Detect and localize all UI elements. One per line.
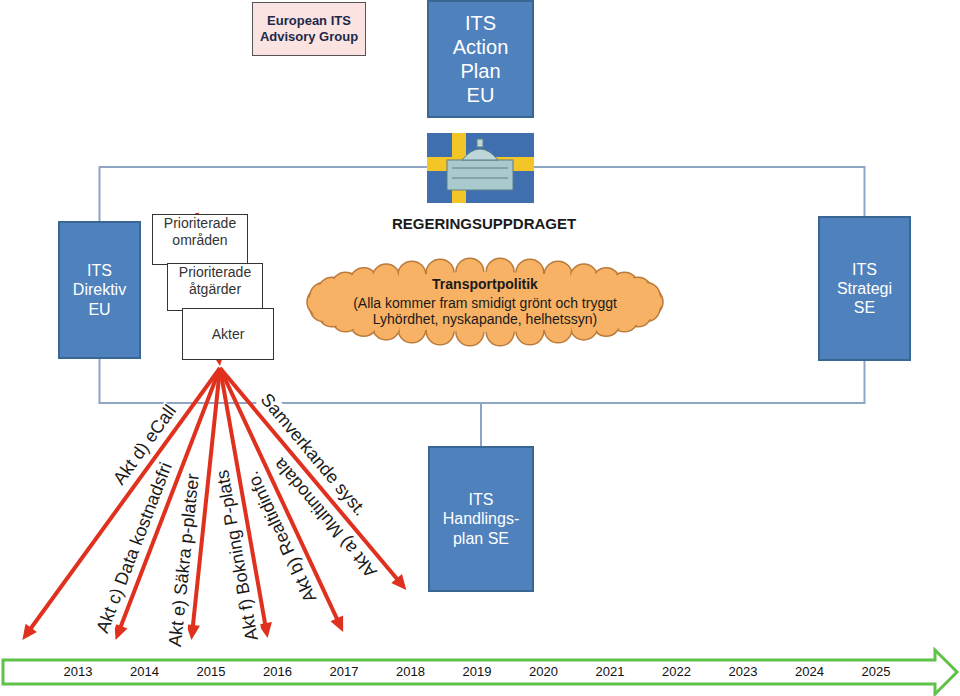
box-label: ITS Action Plan EU <box>449 11 513 107</box>
cloud-body: (Alla kommer fram smidigt grönt och tryg… <box>345 295 625 329</box>
cloud-heading: Transportpolitik <box>345 276 625 293</box>
box-label: ITS Handlings- plan SE <box>439 490 523 548</box>
group-box: European ITS Advisory Group <box>252 2 366 56</box>
red-arrowhead <box>114 623 127 640</box>
red-arrowhead <box>22 624 36 640</box>
stacked-card: Prioriterade områden <box>152 214 248 265</box>
stacked-card: Akter <box>182 308 274 360</box>
year-label: 2019 <box>463 665 492 679</box>
year-label: 2025 <box>862 665 891 679</box>
year-label: 2018 <box>396 665 425 679</box>
box-label: European ITS Advisory Group <box>255 13 363 44</box>
year-label: 2017 <box>330 665 359 679</box>
frame-connector <box>481 361 865 446</box>
red-arrowhead <box>186 624 200 640</box>
year-label: 2013 <box>64 665 93 679</box>
plan-box: ITS Action Plan EU <box>427 0 534 118</box>
box-label: Prioriterade åtgärder <box>170 264 260 298</box>
year-label: 2023 <box>729 665 758 679</box>
box-label: Akter <box>185 326 271 343</box>
red-arrows <box>22 213 406 640</box>
action-plan-box: ITS Handlings- plan SE <box>428 446 534 592</box>
act-label: Akt e) Säkra p-platser <box>166 473 204 648</box>
red-arrowhead <box>391 574 406 590</box>
parliament-flag-picture <box>427 133 534 203</box>
policy-cloud: Transportpolitik (Alla kommer fram smidig… <box>305 256 665 348</box>
section-heading: REGERINGSUPPDRAGET <box>392 216 576 233</box>
year-label: 2022 <box>662 665 691 679</box>
year-label: 2024 <box>795 665 824 679</box>
directive-box: ITS Direktiv EU <box>58 221 141 359</box>
year-label: 2016 <box>263 665 292 679</box>
year-label: 2015 <box>197 665 226 679</box>
box-label: ITS Strategi SE <box>832 260 898 318</box>
act-label: Akt c) Data kostnadsfri <box>93 460 176 636</box>
strategy-box: ITS Strategi SE <box>818 216 911 361</box>
year-label: 2020 <box>529 665 558 679</box>
year-label: 2021 <box>596 665 625 679</box>
stacked-card: Prioriterade åtgärder <box>167 263 263 311</box>
year-label: 2014 <box>130 665 159 679</box>
red-arrowhead <box>330 615 343 632</box>
box-label: Prioriterade områden <box>155 215 245 249</box>
box-label: ITS Direktiv EU <box>65 261 135 319</box>
timeline-arrow <box>3 650 957 694</box>
